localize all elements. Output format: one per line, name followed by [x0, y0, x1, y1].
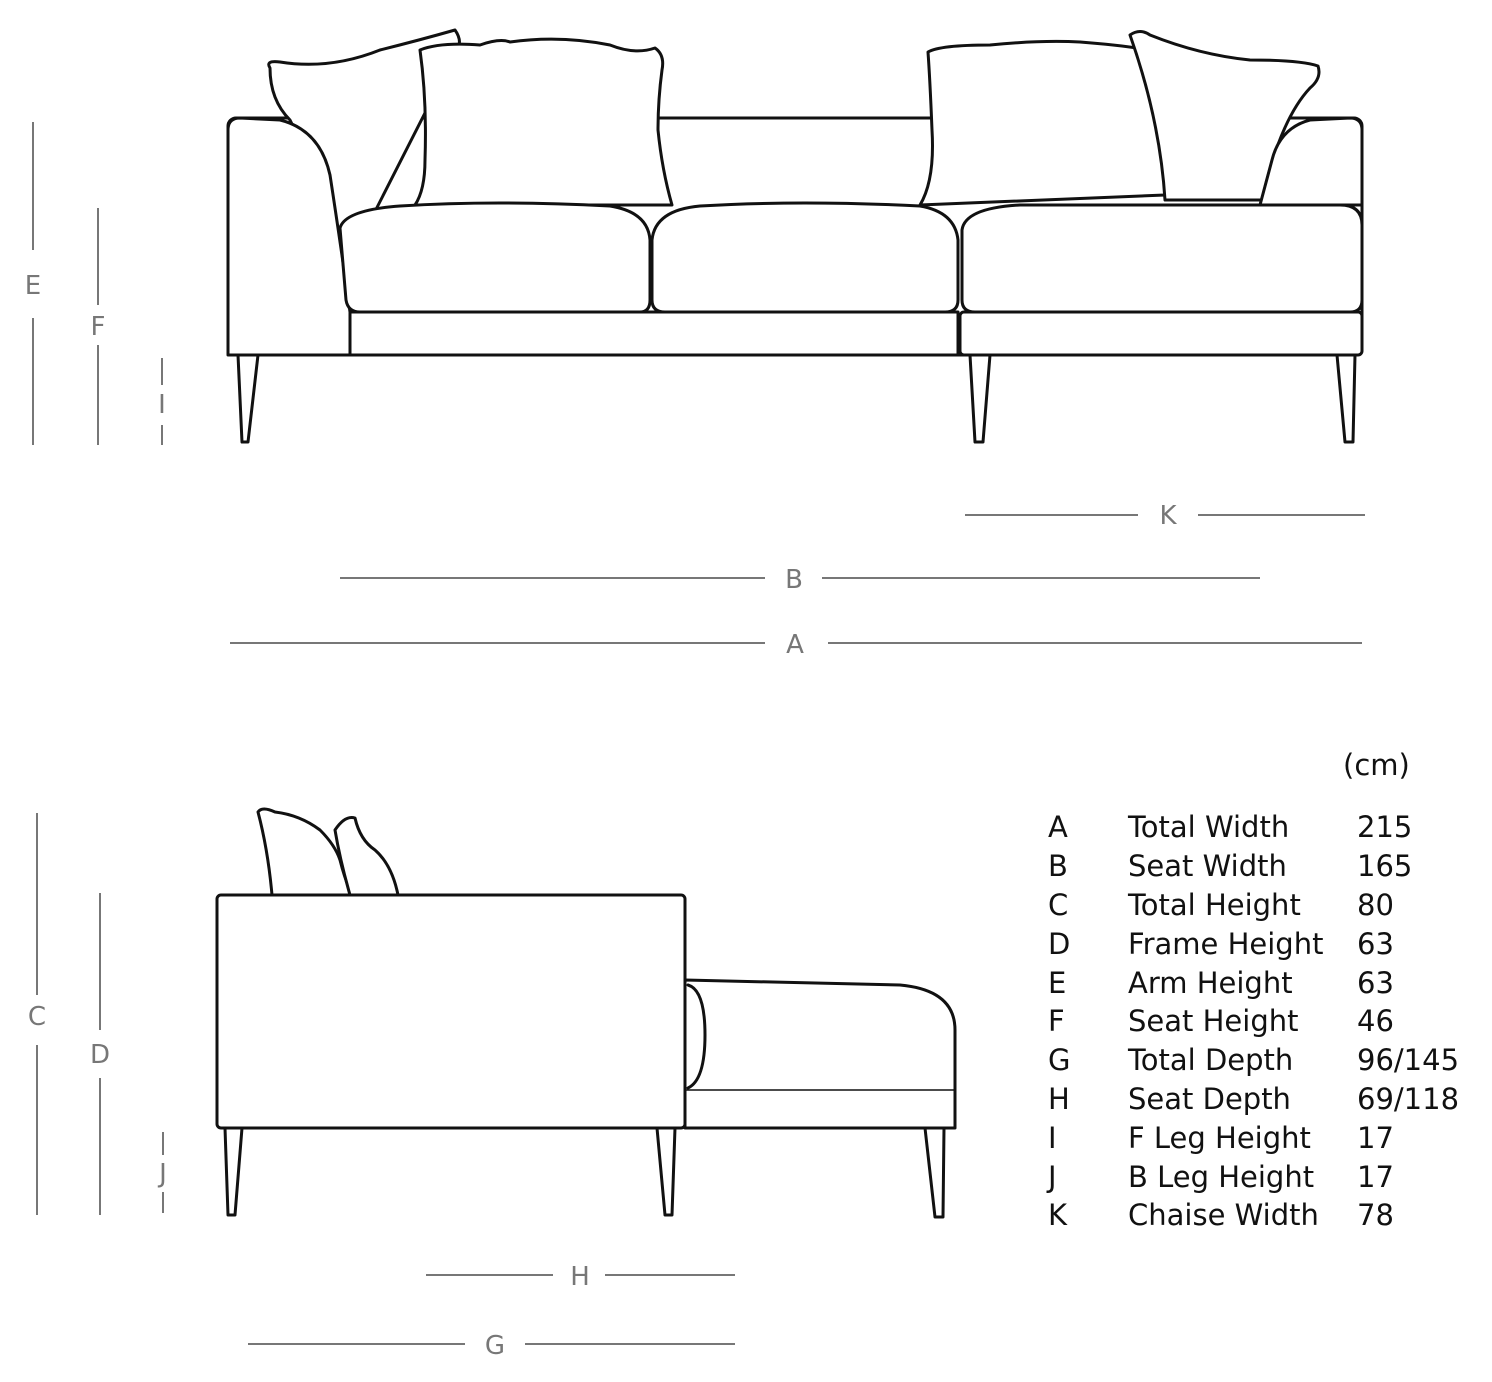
dimension-row: C Total Height 80 [1048, 886, 1459, 925]
dim-label-k: K [1159, 501, 1177, 531]
leg [923, 1126, 946, 1219]
dimension-letter: H [1048, 1081, 1070, 1116]
dim-label-h: H [570, 1262, 590, 1292]
side-frame [215, 893, 687, 1130]
back-cushion [686, 983, 707, 1090]
dimension-letter: C [1048, 887, 1069, 922]
dimension-value: 46 [1357, 1004, 1394, 1039]
dimension-row: D Frame Height 63 [1048, 924, 1459, 963]
dim-label-a: A [786, 630, 804, 660]
unit-label: (cm) [1343, 748, 1410, 782]
seat-cushion [338, 201, 652, 314]
dimension-value: 69/118 [1357, 1081, 1460, 1116]
dimension-value: 17 [1357, 1120, 1394, 1155]
dim-label-b: B [785, 565, 803, 595]
right-arm [1258, 116, 1364, 207]
dimension-letter: G [1048, 1043, 1071, 1078]
dim-label-j: J [157, 1159, 167, 1189]
chaise-base [958, 310, 1364, 357]
dimension-name: Total Height [1128, 887, 1301, 922]
dimension-value: 17 [1357, 1159, 1394, 1194]
dimension-name: F Leg Height [1128, 1120, 1311, 1155]
dim-label-f: F [91, 312, 106, 342]
dimension-row: A Total Width 215 [1048, 808, 1459, 847]
dimension-value: 80 [1357, 887, 1394, 922]
dimension-row: H Seat Depth 69/118 [1048, 1080, 1459, 1119]
dimension-value: 63 [1357, 926, 1394, 961]
dimension-row: J B Leg Height 17 [1048, 1157, 1459, 1196]
pillow [413, 37, 674, 207]
dimension-letter: K [1048, 1198, 1068, 1233]
dim-label-i: I [158, 390, 166, 420]
dimension-name: Chaise Width [1128, 1198, 1319, 1233]
dimension-letter: I [1048, 1120, 1057, 1155]
dimension-name: Seat Width [1128, 849, 1287, 884]
pillow [333, 816, 400, 897]
dimension-row: G Total Depth 96/145 [1048, 1041, 1459, 1080]
dimension-name: Total Depth [1128, 1043, 1294, 1078]
dim-label-d: D [90, 1040, 110, 1070]
dimension-name: B Leg Height [1128, 1159, 1315, 1194]
dimension-name: Total Width [1128, 810, 1290, 845]
dimension-letter: A [1048, 810, 1068, 845]
seat-cushion [650, 201, 960, 314]
dim-label-g: G [485, 1331, 505, 1361]
dimension-name: Frame Height [1128, 926, 1324, 961]
dimension-letter: B [1048, 849, 1068, 884]
side-view [215, 807, 957, 1219]
dimension-value: 96/145 [1357, 1043, 1460, 1078]
dim-label-e: E [25, 271, 41, 301]
chaise-side [683, 978, 957, 1130]
leg [223, 1126, 244, 1217]
dimension-name: Seat Height [1128, 1004, 1299, 1039]
dimension-value: 215 [1357, 810, 1413, 845]
dimension-value: 78 [1357, 1198, 1394, 1233]
pillow [256, 807, 354, 897]
dimension-name: Arm Height [1128, 965, 1293, 1000]
dimension-row: K Chaise Width 78 [1048, 1196, 1459, 1235]
chaise-cushion [960, 203, 1364, 314]
leg [968, 353, 992, 444]
front-view [226, 28, 1364, 444]
seat-base [348, 310, 960, 357]
leg [236, 353, 260, 444]
leg [655, 1126, 677, 1217]
dimension-letter: E [1048, 965, 1067, 1000]
dimension-letter: J [1048, 1159, 1057, 1194]
pillow [918, 39, 1177, 207]
dimension-row: I F Leg Height 17 [1048, 1118, 1459, 1157]
dimension-lines: E F I K B A C D J H G [25, 122, 1365, 1361]
dim-label-c: C [28, 1002, 46, 1032]
dimension-letter: D [1048, 926, 1071, 961]
dimension-letter: F [1048, 1004, 1065, 1039]
leg [1335, 353, 1357, 444]
dimension-row: B Seat Width 165 [1048, 847, 1459, 886]
dimension-row: E Arm Height 63 [1048, 963, 1459, 1002]
dimension-value: 165 [1357, 849, 1413, 884]
dimension-value: 63 [1357, 965, 1394, 1000]
dimension-row: F Seat Height 46 [1048, 1002, 1459, 1041]
dimension-name: Seat Depth [1128, 1081, 1291, 1116]
